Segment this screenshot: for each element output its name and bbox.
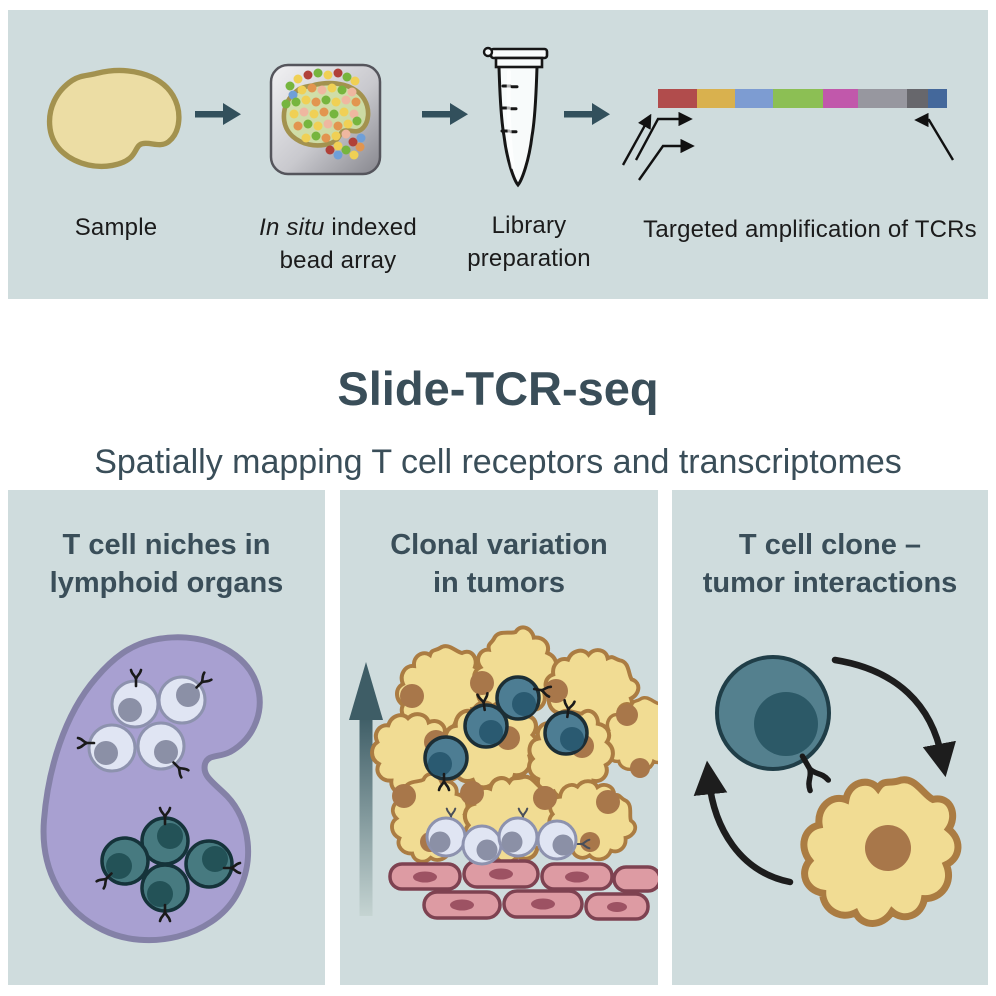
workflow-panel: Sample In situ indexed bead array Librar… [8, 10, 988, 299]
cycle-arrow-left-icon [693, 760, 794, 886]
panel-interactions-title-line2: tumor interactions [702, 567, 958, 599]
t-cell-row-light [425, 807, 591, 866]
cycle-arrow-right-icon [831, 656, 956, 778]
bead-array-label: In situ indexed bead array [228, 211, 448, 277]
panel-clonal-title-line1: Clonal variation [390, 529, 608, 561]
panel-lymphoid-title: T cell niches in lymphoid organs [8, 526, 325, 602]
panel-clonal-title: Clonal variation in tumors [340, 526, 658, 602]
sequence-segment-blue [735, 89, 773, 108]
primer-arrows-icon [621, 111, 955, 181]
interaction-illustration [693, 655, 988, 985]
page-subtitle: Spatially mapping T cell receptors and t… [94, 443, 902, 481]
amplification-label: Targeted amplification of TCRs [610, 213, 996, 246]
beads [281, 68, 366, 160]
sample-tissue-icon [46, 67, 182, 170]
sequence-segment-green [773, 89, 823, 108]
sequence-segment-gray [858, 89, 907, 108]
bead-array-label-line2: bead array [279, 247, 397, 274]
sample-label: Sample [36, 211, 196, 244]
workflow-arrow-icon [564, 103, 610, 125]
panel-clonal-title-line2: in tumors [432, 567, 566, 599]
tumor-illustration [349, 613, 658, 921]
bead-array-label-italic: In situ [259, 214, 325, 241]
t-cell-clone [715, 655, 829, 791]
t-cell-cluster-light [76, 668, 213, 779]
panel-lymphoid-title-line1: T cell niches in [62, 529, 271, 561]
panel-interactions-title-line1: T cell clone – [738, 529, 922, 561]
sample-label-text: Sample [74, 214, 158, 241]
sequence-segment-magenta [823, 89, 858, 108]
workflow-arrow-icon [195, 103, 241, 125]
library-prep-label: Library preparation [440, 209, 618, 275]
workflow-arrow-icon [422, 103, 468, 125]
sequence-bar [658, 89, 947, 108]
library-prep-label-line1: Library [491, 212, 567, 239]
infiltrating-t-cells [423, 675, 589, 792]
sequence-segment-dark-gray [907, 89, 928, 108]
panel-tumor-interactions: T cell clone – tumor interactions [672, 490, 988, 985]
amplification-label-text: Targeted amplification of TCRs [643, 216, 977, 243]
library-prep-label-line2: preparation [467, 245, 591, 272]
panel-interactions-title: T cell clone – tumor interactions [672, 526, 988, 602]
page-title: Slide-TCR-seq [337, 362, 659, 416]
sequence-segment-red [658, 89, 697, 108]
lymphoid-organ-illustration [40, 634, 263, 944]
panel-clonal-variation: Clonal variation in tumors [340, 490, 658, 985]
tumor-cell [788, 758, 972, 940]
gradient-up-arrow-icon [349, 662, 383, 916]
bead-array-label-rest: indexed [331, 214, 417, 241]
library-tube-icon [482, 46, 549, 188]
sequence-segment-steel-blue [928, 89, 947, 108]
panel-lymphoid-title-line2: lymphoid organs [49, 567, 284, 599]
t-cell-cluster-teal [95, 806, 242, 923]
panel-lymphoid-niches: T cell niches in lymphoid organs [8, 490, 325, 985]
bead-array-icon [269, 63, 382, 176]
sequence-segment-gold [697, 89, 735, 108]
epithelial-cell-layer [388, 859, 658, 921]
